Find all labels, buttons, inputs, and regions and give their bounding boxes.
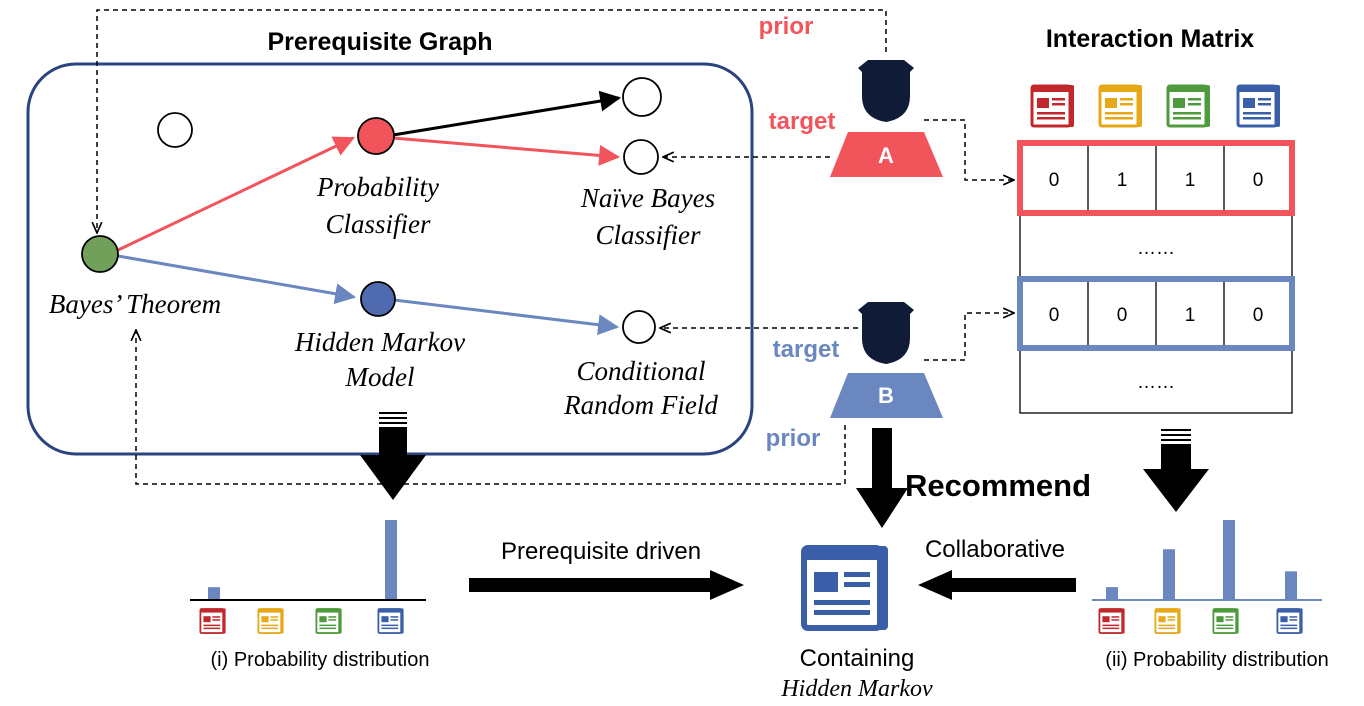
- matrix-cell-b-3: 0: [1253, 305, 1264, 326]
- crf-label-2: Random Field: [563, 390, 718, 420]
- matrix-cell-b-0: 0: [1049, 305, 1060, 326]
- left-doc-blue-icon: [376, 607, 405, 635]
- recommend-label: Recommend: [905, 468, 1091, 503]
- edge-probability-top: [392, 90, 622, 137]
- prerequisite-driven-arrow: [469, 570, 744, 600]
- probability-label-1: Probability: [316, 172, 439, 202]
- edge-hmm-crf: [393, 298, 620, 336]
- right-doc-blue-icon: [1275, 607, 1304, 635]
- user-a-letter: A: [878, 143, 894, 168]
- graph-down-arrow: [360, 412, 426, 500]
- interaction-matrix: 0 1 1 0 …… 0 0 1 0 ……: [1017, 140, 1295, 414]
- prior-label-b: prior: [766, 425, 821, 452]
- left-doc-yellow-icon: [256, 607, 285, 635]
- matrix-cell-a-1: 1: [1117, 170, 1128, 191]
- recommended-doc-icon: [802, 546, 888, 630]
- matrix-doc-yellow-icon: [1097, 83, 1144, 129]
- user-b-body: [830, 373, 943, 418]
- user-a-body: [830, 132, 943, 177]
- prerequisite-graph-title: Prerequisite Graph: [267, 28, 492, 56]
- matrix-doc-red-icon: [1029, 83, 1076, 129]
- prior-path-a: [97, 9, 887, 233]
- matrix-doc-blue-icon: [1235, 83, 1282, 129]
- probability-label-2: Classifier: [325, 209, 431, 239]
- user-b-letter: B: [878, 383, 894, 408]
- user-a: A: [830, 60, 943, 177]
- right-dist-bar-2: [1223, 520, 1235, 599]
- interaction-matrix-title: Interaction Matrix: [1046, 25, 1254, 53]
- prior-label-a: prior: [759, 13, 814, 40]
- user-b: B: [830, 302, 943, 418]
- link-user-b-row: [924, 313, 1014, 361]
- matrix-ellipsis-2: ……: [1137, 372, 1175, 393]
- matrix-down-arrow: [1143, 429, 1209, 512]
- crf-node: [622, 310, 656, 344]
- right-dist-caption: (ii) Probability distribution: [1105, 649, 1328, 671]
- right-doc-red-icon: [1097, 607, 1126, 635]
- target-label-a: target: [769, 108, 836, 135]
- crf-label-1: Conditional: [576, 356, 705, 386]
- matrix-row-b-highlight: [1017, 276, 1295, 351]
- collaborative-arrow: [918, 570, 1076, 600]
- right-dist-bars: [1106, 520, 1297, 599]
- matrix-cell-b-2: 1: [1185, 305, 1196, 326]
- containing-topic-label: Hidden Markov: [780, 676, 933, 702]
- isolated-node: [157, 112, 193, 148]
- left-doc-red-icon: [198, 607, 227, 635]
- top-right-node: [622, 77, 662, 117]
- user-b-head-icon: [858, 302, 914, 364]
- probability-classifier-node: [357, 117, 395, 155]
- target-label-b: target: [773, 336, 840, 363]
- matrix-ellipsis-1: ……: [1137, 238, 1175, 259]
- left-dist-caption: (i) Probability distribution: [211, 649, 430, 671]
- containing-label: Containing: [800, 645, 915, 672]
- users-down-arrow: [856, 428, 908, 528]
- left-dist-bar-0: [208, 587, 220, 599]
- right-doc-green-icon: [1211, 607, 1240, 635]
- right-doc-yellow-icon: [1153, 607, 1182, 635]
- link-user-a-row: [924, 119, 1014, 180]
- naive-bayes-node: [623, 139, 659, 175]
- hmm-label-1: Hidden Markov: [294, 327, 465, 357]
- left-dist-bar-3: [385, 520, 397, 599]
- right-dist-bar-3: [1285, 571, 1297, 599]
- collaborative-label: Collaborative: [925, 536, 1065, 563]
- naive-bayes-label-1: Naïve Bayes: [580, 183, 715, 213]
- matrix-row-a-highlight: [1017, 140, 1295, 216]
- hidden-markov-node: [360, 281, 396, 317]
- matrix-doc-green-icon: [1165, 83, 1212, 129]
- bayes-node: [81, 235, 119, 273]
- matrix-cell-a-2: 1: [1185, 170, 1196, 191]
- left-dist-bars: [208, 520, 397, 599]
- prerequisite-driven-label: Prerequisite driven: [501, 538, 701, 565]
- bayes-label: Bayes’ Theorem: [49, 289, 221, 319]
- matrix-cell-a-3: 0: [1253, 170, 1264, 191]
- user-a-head-icon: [858, 60, 914, 122]
- edge-probability-naive: [392, 136, 621, 166]
- hmm-label-2: Model: [345, 362, 415, 392]
- edge-bayes-hmm: [117, 254, 357, 305]
- naive-bayes-label-2: Classifier: [595, 220, 701, 250]
- matrix-cell-b-1: 0: [1117, 305, 1128, 326]
- matrix-cell-a-0: 0: [1049, 170, 1060, 191]
- right-dist-bar-0: [1106, 587, 1118, 599]
- edge-bayes-probability: [115, 136, 355, 253]
- left-doc-green-icon: [314, 607, 343, 635]
- right-dist-bar-1: [1163, 549, 1175, 599]
- prior-path-b: [136, 330, 846, 485]
